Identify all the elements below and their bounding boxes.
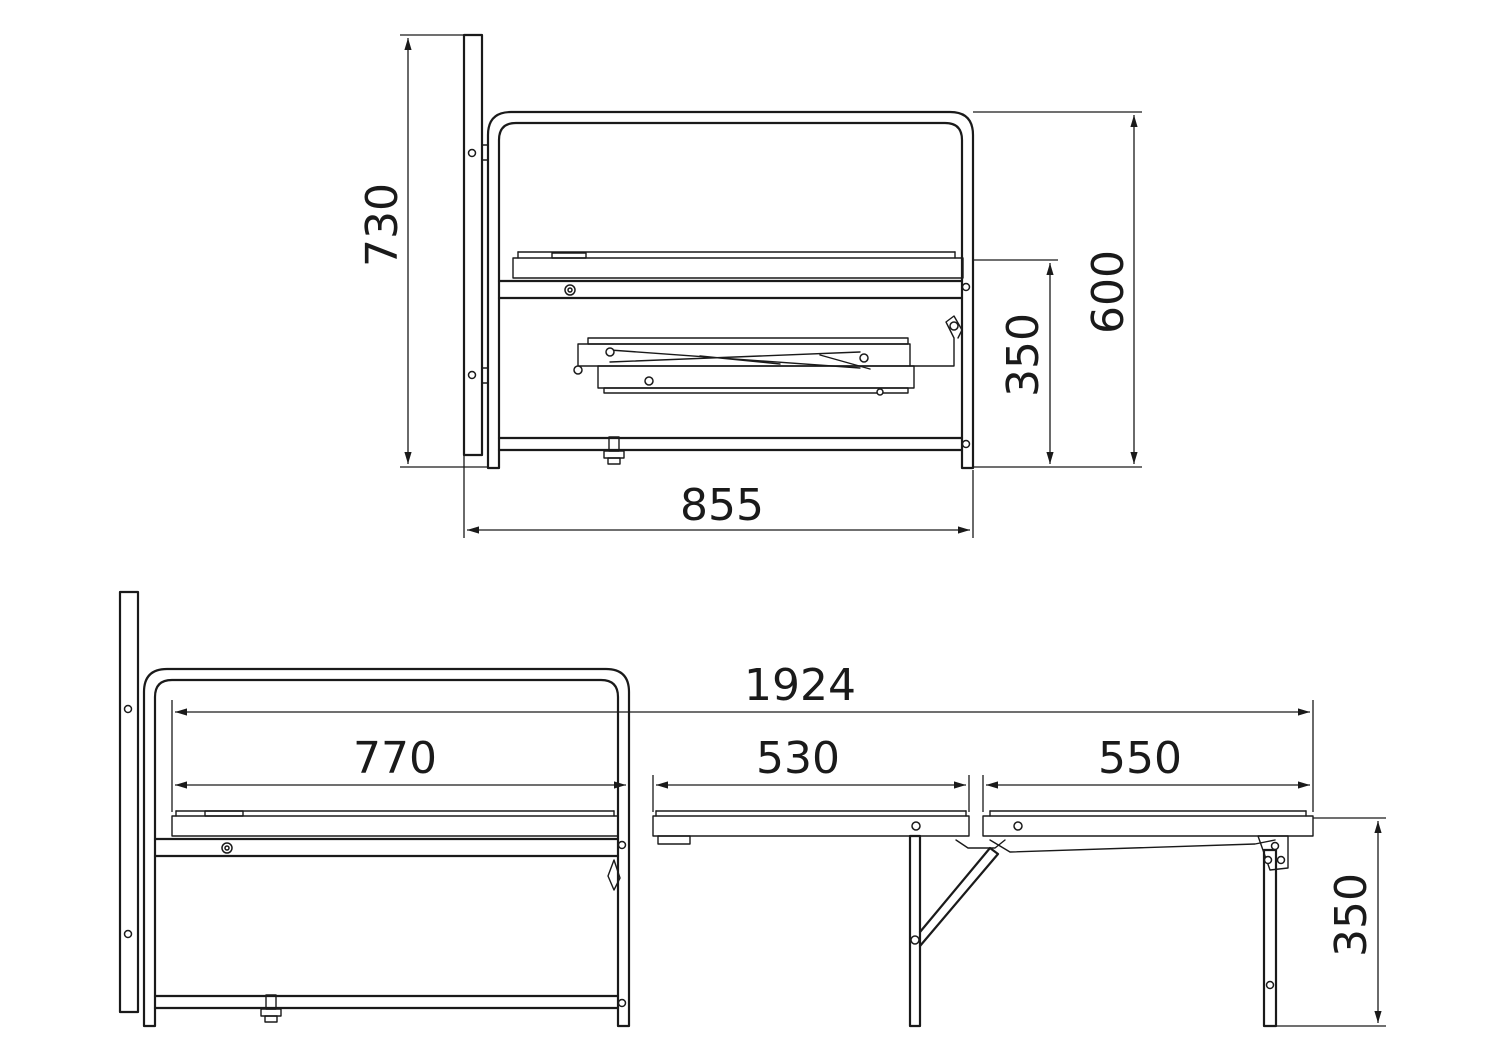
dimension-730-label: 730 bbox=[357, 183, 408, 267]
frame-bolt bbox=[961, 439, 971, 449]
dimension-350-top-label: 350 bbox=[998, 313, 1049, 397]
mattress-section-1 bbox=[171, 815, 619, 837]
unfolded-bed-side-view bbox=[118, 590, 1314, 1028]
dimension-600-label: 600 bbox=[1083, 250, 1134, 334]
backrest-panel bbox=[118, 590, 140, 1014]
end-leg bbox=[1262, 848, 1278, 1028]
dimension-1924-label: 1924 bbox=[744, 660, 856, 711]
armrest-frame-outer bbox=[486, 110, 975, 470]
dimension-600: 600 bbox=[973, 111, 1142, 468]
backrest-panel bbox=[462, 33, 484, 457]
dimension-550: 550 bbox=[982, 733, 1310, 812]
seat-mattress bbox=[512, 257, 964, 279]
folded-sofa-side-view bbox=[462, 33, 975, 470]
dimension-770: 770 bbox=[175, 733, 630, 812]
dimension-350-top: 350 bbox=[973, 259, 1058, 468]
mattress-section-2 bbox=[652, 815, 970, 837]
dimension-770-label: 770 bbox=[353, 733, 437, 784]
dimension-855: 855 bbox=[463, 455, 974, 538]
backrest-bolt bbox=[467, 370, 477, 380]
armrest-frame-outer bbox=[142, 667, 631, 1028]
dimension-350-bottom-label: 350 bbox=[1326, 873, 1377, 957]
dimension-730: 730 bbox=[357, 34, 488, 468]
mattress-section-3 bbox=[982, 815, 1314, 837]
dimension-530: 530 bbox=[652, 733, 970, 812]
diagonal-brace bbox=[918, 846, 1000, 948]
dimension-530-label: 530 bbox=[756, 733, 840, 784]
dimension-855-label: 855 bbox=[680, 480, 764, 531]
folded-mechanism bbox=[573, 315, 963, 396]
dimension-550-label: 550 bbox=[1098, 733, 1182, 784]
dimension-1924: 1924 bbox=[171, 660, 1314, 812]
middle-leg bbox=[908, 834, 922, 1028]
backrest-bolt bbox=[467, 148, 477, 158]
frame-bolt bbox=[961, 282, 971, 292]
dimension-350-bottom: 350 bbox=[1276, 817, 1386, 1027]
